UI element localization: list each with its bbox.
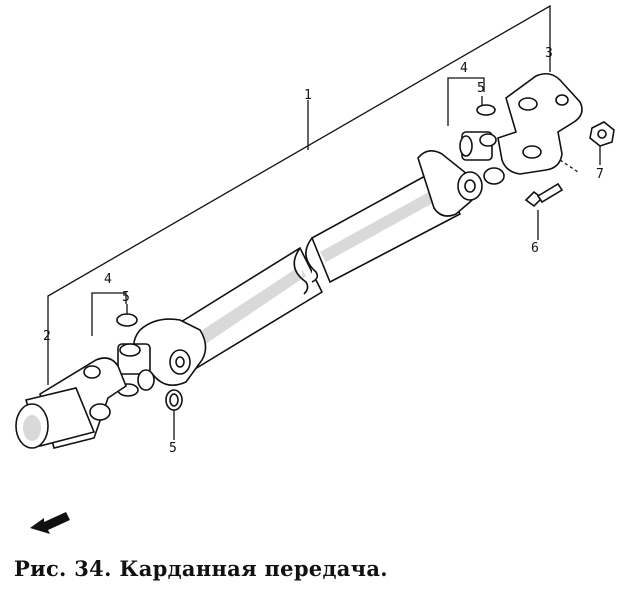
callout-1: 1 [304,88,312,103]
rear-snap-ring [476,104,496,116]
flange-bolt [524,182,564,208]
rear-spider-cap-top [479,133,497,147]
callout-5-lower: 5 [169,441,177,456]
slip-yoke [15,357,127,449]
bracket-4-front [91,292,127,336]
callout-2: 2 [43,329,51,344]
slip-yoke-ear-bottom [89,403,111,421]
callout-7: 7 [596,167,604,182]
rear-yoke-ear [483,167,505,185]
lower-snap-ring-inner [169,393,179,407]
front-spider-cap-right [137,369,155,391]
arrow-shape [30,512,70,534]
slip-yoke-splines [23,415,41,441]
callout-5-front: 5 [122,290,130,305]
bolt-shank [536,182,564,204]
flange-bolt-hole-a [518,97,538,111]
callout-5-rear: 5 [477,81,485,96]
rear-spider-cap-left [459,135,473,157]
figure-caption: Рис. 34. Карданная передача. [14,556,388,581]
callout-6: 6 [531,241,539,256]
rear-yoke-hole-inner [464,179,476,193]
front-spider-cap-top [119,343,141,357]
flange-nut [589,121,615,147]
tube-break-front [293,247,309,295]
flange-yoke [497,72,583,175]
flange-bolt-hole-c [555,94,569,106]
leader-3-dash [559,159,579,173]
front-tube-yoke [132,318,207,386]
callout-lines [47,4,601,440]
tube-rear-shade [320,188,442,262]
tube-break-rear [305,237,319,283]
nut-hole [597,129,607,139]
callout-3: 3 [545,46,553,61]
rear-tube-yoke [417,150,505,217]
flange-yoke-body [497,72,583,175]
front-snap-ring [116,313,138,327]
slip-yoke-ear-top [83,365,101,379]
flange-bolt-hole-b [522,145,542,159]
rear-spider [459,104,497,161]
front-direction-arrow-icon [30,512,70,534]
callout-4-front: 4 [104,272,112,287]
bracket-4-rear [447,77,485,126]
front-yoke-hole-inner [175,356,185,368]
bracket-1 [47,4,551,385]
tube-front-shade [172,266,306,360]
callout-4-rear: 4 [460,61,468,76]
